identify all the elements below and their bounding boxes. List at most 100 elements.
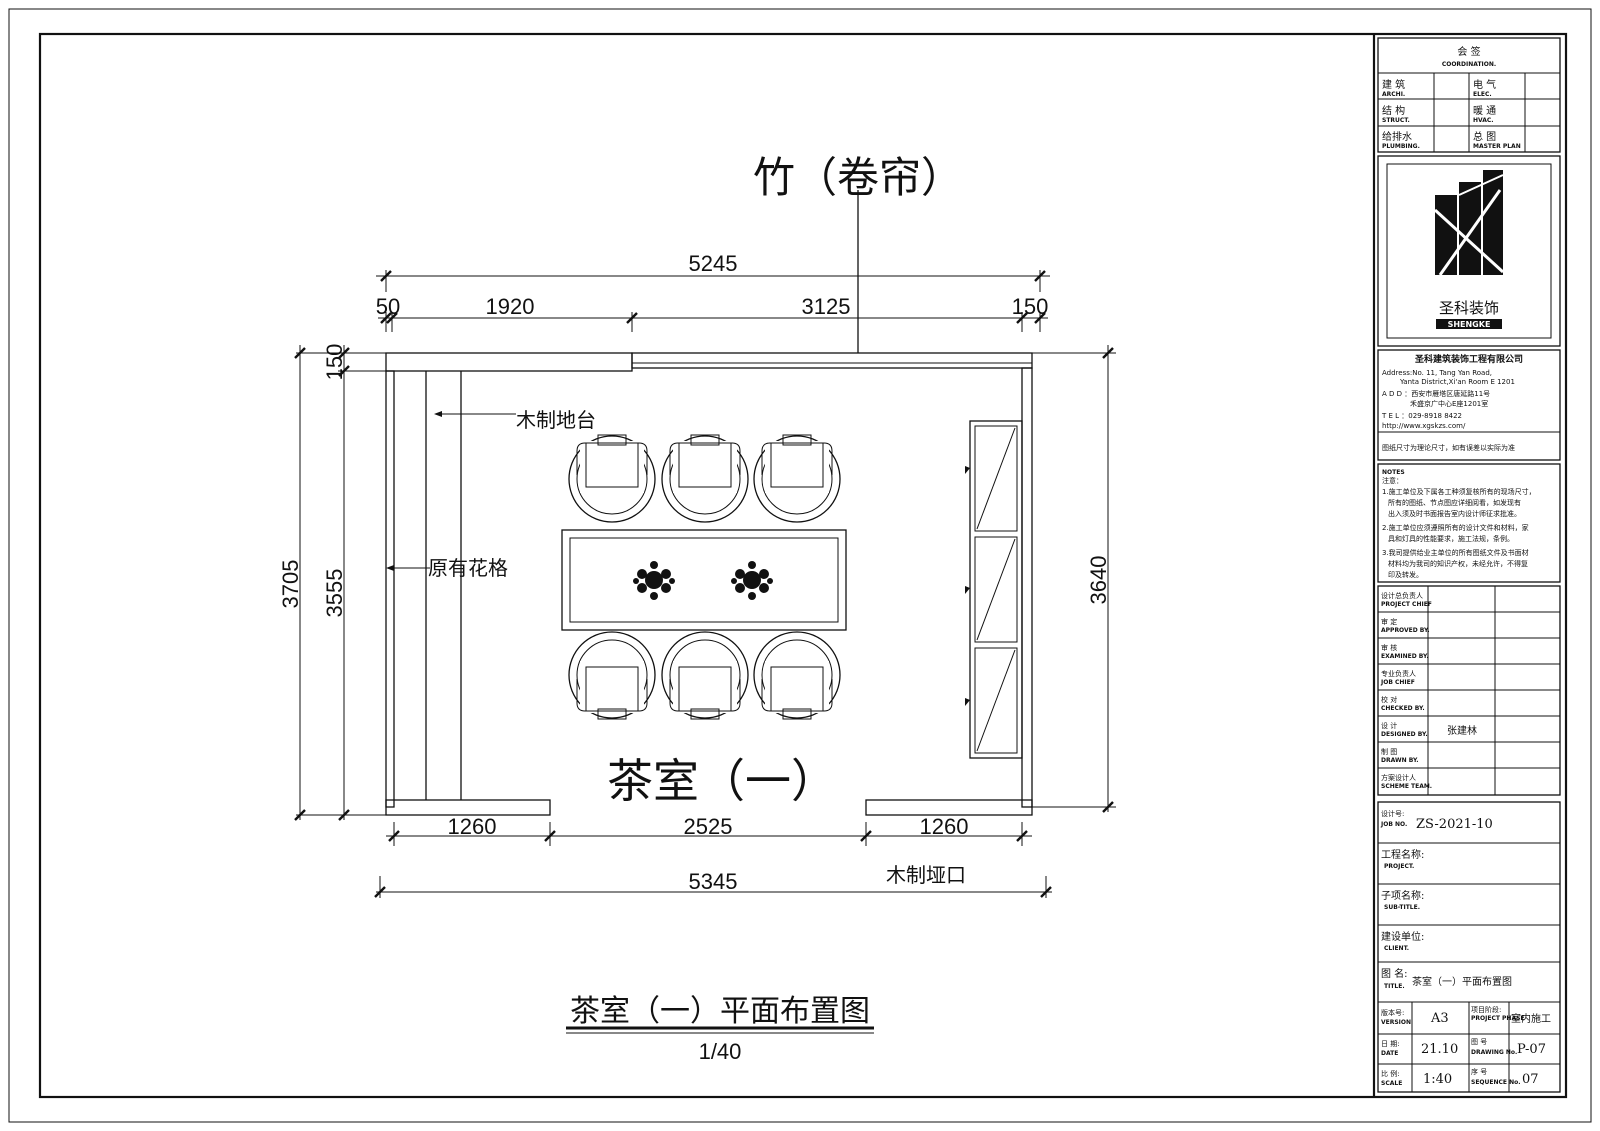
project-label-en: PROJECT.	[1384, 863, 1414, 870]
disc-hvac-en: HVAC.	[1473, 117, 1494, 124]
phase-label: 项目阶段:	[1471, 1005, 1501, 1014]
dim-top-seg4: 150	[1012, 294, 1049, 319]
disc-elec-en: ELEC.	[1473, 91, 1492, 98]
chairs	[568, 434, 841, 720]
date-label-en: DATE	[1381, 1050, 1398, 1057]
sheet-outer-border	[8, 8, 1592, 1123]
sequence-label: 序 号	[1471, 1067, 1487, 1076]
company-address-cn-1: A D D ：西安市雁塔区唐延路11号	[1382, 389, 1490, 398]
room-walls	[385, 352, 1033, 816]
table-ornament	[731, 561, 773, 600]
notes-head-cn: 注意：	[1382, 476, 1403, 485]
client-label-en: CLIENT.	[1384, 945, 1409, 952]
dim-top-seg1: 50	[376, 294, 400, 319]
title-value: 茶室（一）平面布置图	[1412, 975, 1512, 988]
door-label: 木制垭口	[886, 863, 966, 887]
role-label-en: EXAMINED BY.	[1381, 653, 1429, 660]
role-label-en: APPROVED BY.	[1381, 627, 1430, 634]
disc-plumb-cn: 给排水	[1382, 130, 1412, 143]
role-label-en: CHECKED BY.	[1381, 705, 1425, 712]
platform-label: 木制地台	[516, 408, 596, 432]
company-phone: T E L ：029-8918 8422	[1381, 412, 1462, 420]
notes-line: 具和灯具的性能要求，施工法规，条例。	[1388, 534, 1514, 543]
plan-scale: 1/40	[699, 1039, 742, 1064]
role-label-en: SCHEME TEAM.	[1381, 783, 1432, 790]
dim-bottom-total: 5345	[689, 869, 738, 894]
lattice-label: 原有花格	[428, 556, 508, 580]
notes-line: 1.施工单位及下属各工种须复核所有的现场尺寸，	[1382, 487, 1536, 496]
size-note: 图纸尺寸为理论尺寸，如有误差以实际为准	[1382, 443, 1515, 452]
dim-top-total: 5245	[689, 251, 738, 276]
scale-value: 1:40	[1423, 1072, 1452, 1087]
client-label: 建设单位:	[1381, 930, 1424, 943]
title-block: 会 签 COORDINATION. 建 筑 ARCHI. 电 气 ELEC. 结…	[1377, 37, 1561, 1093]
dim-bottom-seg1: 1260	[448, 814, 497, 839]
logo-text-cn: 圣科装饰	[1439, 299, 1499, 317]
dimensions: 5245 50 1920 3125 150 3705 3555	[278, 251, 1116, 899]
role-label-en: DRAWN BY.	[1381, 757, 1419, 764]
coordination-en: COORDINATION.	[1442, 61, 1496, 68]
role-label: 制 图	[1381, 747, 1397, 756]
chair	[753, 434, 841, 523]
subtitle-label: 子项名称:	[1381, 889, 1424, 902]
sheet-inner-border	[38, 32, 1568, 1099]
notes-line: 3.我司提供给业主单位的所有图纸文件及书面材	[1382, 548, 1529, 557]
job-no-label-en: JOB NO.	[1380, 821, 1407, 828]
dim-left-outer: 3705	[278, 560, 303, 609]
disc-struct-en: STRUCT.	[1382, 117, 1410, 124]
date-value: 21.10	[1421, 1042, 1458, 1057]
drawing-no-value: P-07	[1517, 1042, 1546, 1057]
designer-name: 张建林	[1447, 724, 1477, 737]
role-label: 设计总负责人	[1381, 591, 1423, 600]
coordination-cn: 会 签	[1457, 45, 1480, 58]
dim-bottom-seg3: 1260	[920, 814, 969, 839]
disc-plumb-en: PLUMBING.	[1382, 143, 1420, 150]
disc-elec-cn: 电 气	[1473, 78, 1496, 91]
role-label: 专业负责人	[1381, 669, 1416, 678]
drawing-no-label: 图 号	[1471, 1038, 1487, 1046]
company-website: http://www.xgskzs.com/	[1382, 422, 1466, 430]
dim-left-inner: 3555	[322, 569, 347, 618]
dim-top-seg2: 1920	[486, 294, 535, 319]
role-label: 审 定	[1381, 617, 1397, 626]
chair	[661, 631, 749, 720]
chair	[568, 631, 656, 720]
company-address-en-1: Address:No. 11, Tang Yan Road,	[1382, 369, 1492, 377]
chair	[661, 434, 749, 523]
company-address-en-2: Yanta District,Xi'an Room E 1201	[1399, 378, 1515, 386]
role-label: 设 计	[1381, 721, 1397, 730]
curtain-label: 竹（卷帘）	[753, 153, 963, 202]
annotations: 木制地台 原有花格 木制垭口	[386, 408, 966, 887]
title-label-en: TITLE.	[1384, 983, 1405, 990]
notes-head-en: NOTES	[1382, 469, 1405, 476]
disc-arch-cn: 建 筑	[1382, 78, 1405, 91]
floor-plan: 竹（卷帘）	[278, 153, 1116, 1064]
notes-line: 所有的图纸、节点图应详细阅看，如发现有	[1388, 498, 1521, 507]
notes-box	[1377, 463, 1561, 583]
disc-arch-en: ARCHI.	[1382, 91, 1405, 98]
tea-table	[561, 529, 847, 631]
dim-left-small: 150	[322, 344, 347, 381]
chair	[753, 631, 841, 720]
scale-label: 比 例:	[1381, 1069, 1400, 1078]
company-logo-icon	[1433, 170, 1505, 276]
sequence-label-en: SEQUENCE No.	[1471, 1079, 1521, 1086]
role-label: 校 对	[1381, 695, 1397, 704]
title-label: 图 名:	[1381, 967, 1408, 980]
disc-struct-cn: 结 构	[1382, 104, 1405, 117]
chair	[568, 434, 656, 523]
role-label-en: JOB CHIEF	[1380, 679, 1415, 686]
notes-line: 材料均为我司的知识产权，未经允许，不得复	[1388, 559, 1528, 568]
notes-line: 出入须及时书面报告室内设计师征求批准。	[1388, 509, 1521, 518]
company-name: 圣科建筑装饰工程有限公司	[1415, 353, 1523, 365]
sequence-value: 07	[1522, 1072, 1539, 1087]
scale-label-en: SCALE	[1381, 1080, 1402, 1087]
logo-text-en: SHENGKE	[1448, 320, 1491, 329]
subtitle-label-en: SUB-TITLE.	[1384, 904, 1420, 911]
logo-frame	[1386, 163, 1552, 339]
job-no-label: 设计号:	[1381, 809, 1404, 818]
role-label: 审 核	[1381, 643, 1397, 652]
version-label-en: VERSION	[1381, 1019, 1411, 1026]
room-title: 茶室（一）	[607, 754, 837, 808]
